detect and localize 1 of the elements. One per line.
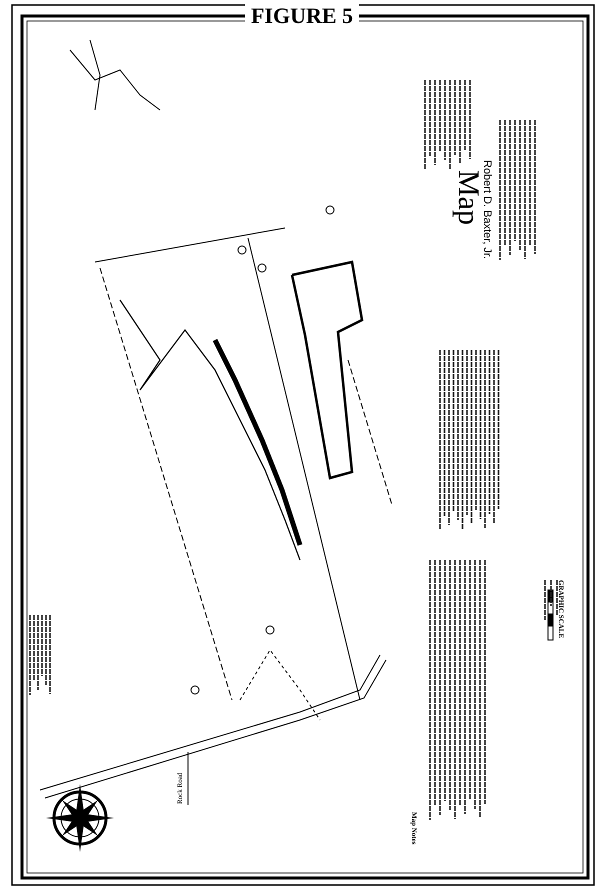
figure-title: FIGURE 5 bbox=[250, 3, 354, 29]
